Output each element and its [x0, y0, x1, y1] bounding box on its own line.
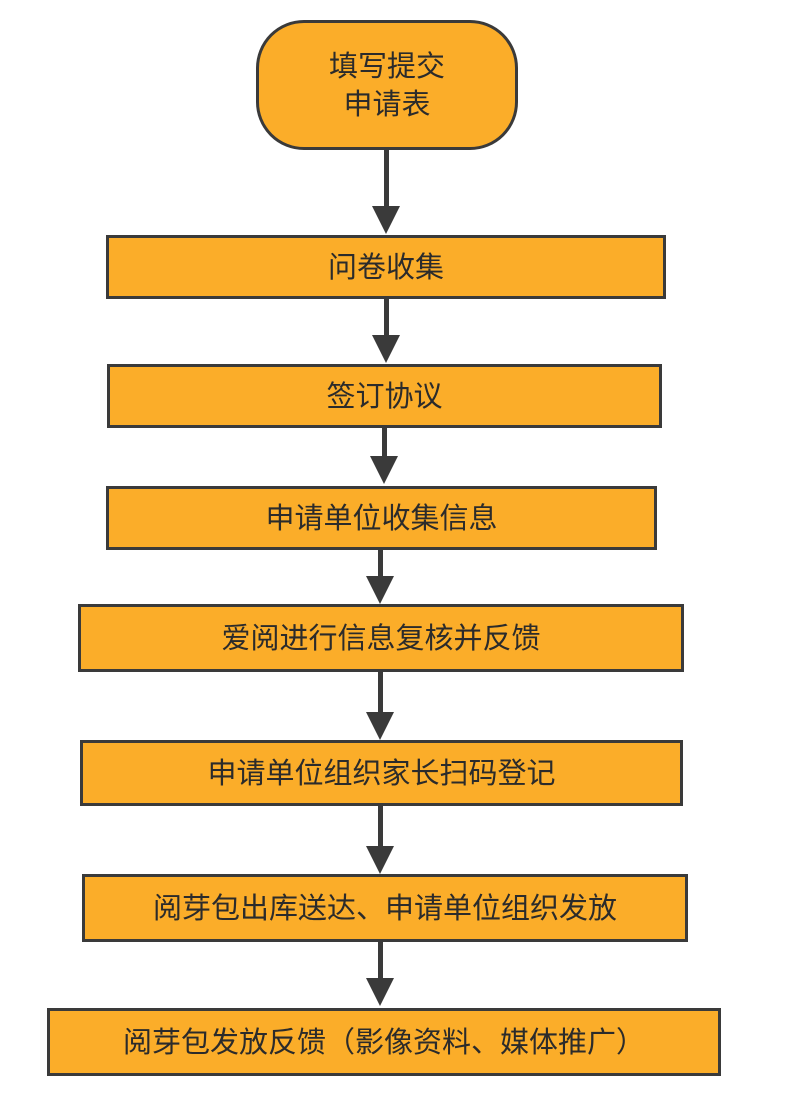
- arrow-head-icon: [366, 712, 394, 740]
- arrow-head-icon: [370, 456, 398, 484]
- start-node-line-1: 填写提交: [328, 49, 445, 83]
- step-node-1: 问卷收集: [106, 235, 666, 299]
- step-label: 申请单位组织家长扫码登记: [207, 756, 556, 790]
- start-node-line-2: 申请表: [343, 87, 431, 121]
- arrow-head-icon: [372, 335, 400, 363]
- arrow-head-icon: [366, 576, 394, 604]
- step-label: 问卷收集: [327, 250, 444, 284]
- step-node-5: 申请单位组织家长扫码登记: [80, 740, 683, 806]
- step-label: 阅芽包出库送达、申请单位组织发放: [152, 891, 617, 925]
- arrow-head-icon: [372, 206, 400, 234]
- step-node-4: 爱阅进行信息复核并反馈: [78, 604, 684, 672]
- step-label: 签订协议: [326, 379, 443, 413]
- step-label: 爱阅进行信息复核并反馈: [221, 621, 541, 655]
- step-label: 申请单位收集信息: [265, 501, 498, 535]
- step-node-6: 阅芽包出库送达、申请单位组织发放: [82, 874, 688, 942]
- step-node-2: 签订协议: [107, 364, 662, 428]
- start-node: 填写提交 申请表: [256, 20, 518, 150]
- step-node-7: 阅芽包发放反馈（影像资料、媒体推广）: [47, 1008, 721, 1076]
- arrow-head-icon: [366, 846, 394, 874]
- arrow-head-icon: [366, 978, 394, 1006]
- start-node-text: 填写提交 申请表: [329, 47, 445, 123]
- step-label: 阅芽包发放反馈（影像资料、媒体推广）: [122, 1025, 645, 1059]
- step-node-3: 申请单位收集信息: [106, 486, 657, 550]
